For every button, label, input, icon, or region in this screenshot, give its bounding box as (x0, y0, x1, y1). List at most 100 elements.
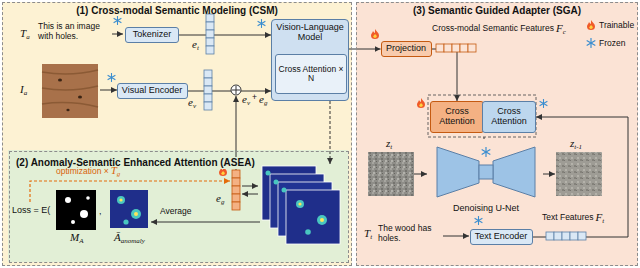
attention-group-frame (428, 95, 536, 137)
attention-maps (320, 218, 324, 222)
token-vector (206, 30, 214, 38)
guide-vector (232, 194, 240, 202)
wood-image (42, 64, 98, 118)
flow-arrow (484, 137, 485, 141)
frozen-icon (540, 99, 547, 107)
heatmap-image (119, 198, 122, 201)
guide-vector (232, 202, 240, 210)
module-name: Denoising U-Net (453, 204, 519, 214)
prompt-text: This is an image with holes. (38, 22, 110, 42)
legend-text: Frozen (599, 38, 625, 48)
frozen-icon (475, 216, 482, 224)
guide-vector (232, 178, 240, 186)
panel-title: (1) Cross-modal Semantic Modeling (CSM) (3, 5, 351, 17)
wood-image (66, 109, 69, 111)
legend-text: Trainable (599, 20, 634, 30)
feature-vector (452, 44, 460, 52)
visual-vector (204, 70, 212, 110)
latent-image (368, 152, 414, 196)
loss-formula: Loss = E( (12, 205, 50, 215)
variable-label: Tt (364, 227, 372, 244)
panel-region: (1) Cross-modal Semantic Modeling (CSM) (… (2, 2, 352, 266)
module-name: Projection (386, 44, 426, 54)
flow-arrow (151, 222, 260, 223)
operator-sign: + (252, 93, 257, 103)
feature-vector (468, 44, 476, 52)
attention-maps (262, 166, 340, 244)
visual-vector (204, 102, 212, 110)
optimization-label: optimization × (56, 167, 109, 177)
mask-image (80, 210, 88, 218)
variable-label: eg (259, 93, 267, 110)
frozen-module: Visual Encoder (117, 83, 188, 99)
feature-label: Text Features (542, 213, 594, 223)
module-name: Vision-Language Model (272, 23, 348, 43)
token-vector (206, 46, 214, 54)
panel-ground (8, 150, 348, 262)
variable-label: MA (70, 231, 83, 248)
text-feature-vector (570, 232, 578, 240)
heatmap-image (131, 209, 141, 219)
latent-image (556, 152, 602, 196)
visual-vector (204, 94, 212, 102)
sum-symbol (231, 85, 241, 95)
trainable-icon (417, 98, 425, 108)
flow-connector (533, 117, 629, 237)
attention-maps (298, 202, 301, 205)
feature-vector (444, 44, 452, 52)
visual-vector (204, 70, 212, 78)
variable-label: et (192, 38, 199, 55)
heatmap-image (117, 196, 125, 204)
wood-image (42, 70, 98, 107)
feature-vector (436, 44, 444, 52)
unet-encoder (437, 147, 479, 197)
variable-label: ev (242, 93, 250, 110)
wood-image (42, 64, 98, 118)
attention-maps (266, 171, 271, 176)
frozen-attention: Cross Attention (482, 101, 536, 133)
attention-maps (317, 215, 327, 225)
mask-image (65, 197, 71, 203)
wood-image (78, 96, 82, 99)
trainable-icon (219, 20, 595, 176)
guide-vector (232, 170, 240, 210)
flow-arrow (100, 90, 117, 91)
variable-label: zt (386, 137, 392, 154)
token-vector (206, 22, 214, 30)
feature-vector (436, 44, 476, 52)
heatmap-image (110, 190, 148, 228)
flow-arrow (242, 194, 258, 195)
prompt-text: The wood has holes. (378, 224, 440, 244)
mask-image (71, 220, 75, 224)
module-name: Visual Encoder (122, 86, 182, 96)
variable-label: Fc (556, 22, 566, 39)
panel-title: (2) Anomaly-Semantic Enhanced Attention … (14, 157, 257, 169)
text-feature-vector (546, 232, 586, 240)
text-feature-vector (546, 232, 554, 240)
variable-label: zt-1 (570, 137, 582, 154)
unet-decoder (493, 147, 535, 197)
heatmap-image (123, 219, 128, 224)
trainable-icon (371, 29, 379, 39)
feature-label: Cross-modal Semantic Features (432, 24, 554, 34)
attention-maps (274, 180, 279, 185)
attention-maps (282, 188, 287, 193)
panel-ground (2, 2, 352, 266)
variable-label: Tg (111, 164, 121, 181)
attention-maps (286, 190, 340, 244)
sum-symbol (232, 86, 240, 94)
visual-vector (204, 86, 212, 94)
module-name: Tokenizer (133, 30, 172, 40)
attention-maps (266, 171, 328, 235)
token-vector (206, 38, 214, 46)
flow-arrow (330, 96, 331, 164)
unet-block: Denoising U-Net (429, 143, 543, 215)
frozen-model-box: Vision-Language ModelCross Attention × N (271, 19, 349, 101)
variable-label: eg (216, 192, 224, 209)
heatmap-image (110, 190, 148, 228)
frozen-module: Text Encoder (470, 229, 533, 245)
frozen-module: Tokenizer (125, 27, 179, 43)
feature-vector (460, 44, 468, 52)
flow-arrow (242, 186, 258, 187)
unet-bottleneck (479, 165, 493, 179)
